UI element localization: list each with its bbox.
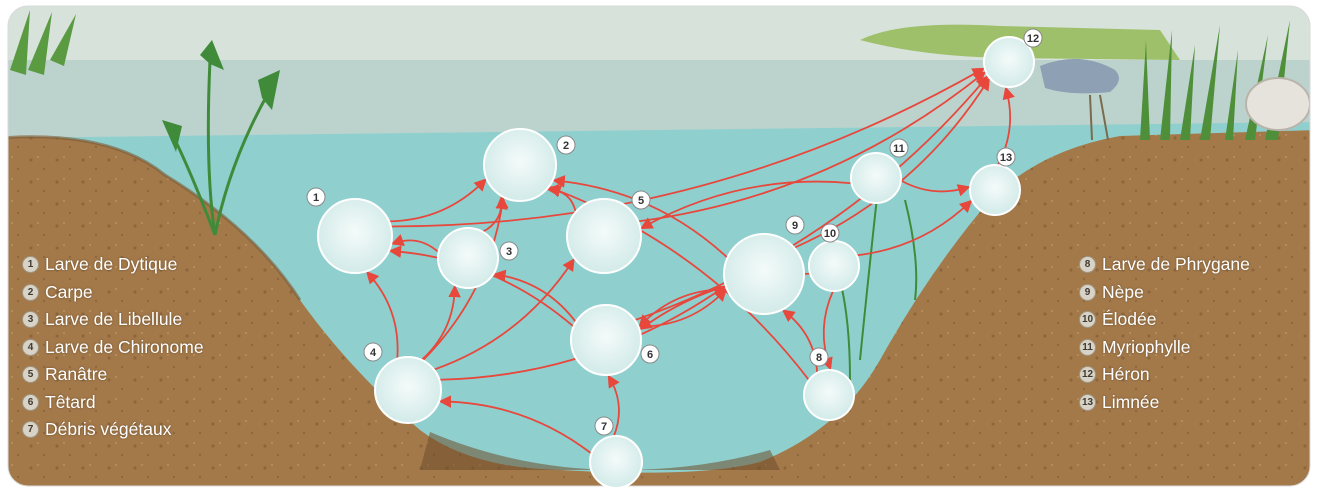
rock: [1246, 78, 1310, 130]
legend-item: 6 Têtard: [22, 389, 204, 417]
organism-node: [851, 153, 901, 203]
organism-node: [484, 129, 556, 201]
legend-label: Carpe: [45, 282, 93, 303]
legend-number: 13: [1079, 394, 1096, 411]
organism-node: [438, 228, 498, 288]
legend-label: Débris végétaux: [45, 419, 171, 440]
legend-item: 2 Carpe: [22, 279, 204, 307]
legend-item: 13 Limnée: [1079, 389, 1250, 417]
node-number: 4: [370, 347, 377, 359]
legend-number: 12: [1079, 366, 1096, 383]
legend-label: Limnée: [1102, 392, 1159, 413]
legend-number: 11: [1079, 339, 1096, 356]
node-number: 5: [638, 195, 644, 207]
organism-node: [590, 436, 642, 488]
node-number: 9: [792, 220, 798, 232]
legend-number: 9: [1079, 284, 1096, 301]
legend-number: 7: [22, 421, 39, 438]
node-number: 13: [1000, 152, 1012, 164]
legend-label: Larve de Libellule: [45, 309, 182, 330]
organism-node: [804, 370, 854, 420]
legend-number: 6: [22, 394, 39, 411]
legend-item: 8 Larve de Phrygane: [1079, 251, 1250, 279]
legend-item: 7 Débris végétaux: [22, 416, 204, 444]
legend-number: 10: [1079, 311, 1096, 328]
legend-label: Nèpe: [1102, 282, 1144, 303]
legend-label: Têtard: [45, 392, 96, 413]
legend-number: 1: [22, 256, 39, 273]
legend-number: 2: [22, 284, 39, 301]
legend-number: 5: [22, 366, 39, 383]
node-number: 3: [506, 246, 512, 258]
legend-item: 5 Ranâtre: [22, 361, 204, 389]
organism-node: [375, 357, 441, 423]
node-number: 8: [816, 352, 822, 364]
legend-item: 4 Larve de Chironome: [22, 334, 204, 362]
legend-number: 8: [1079, 256, 1096, 273]
node-number: 1: [313, 192, 319, 204]
node-number: 6: [647, 349, 653, 361]
organism-node: [724, 234, 804, 314]
legend-label: Ranâtre: [45, 364, 107, 385]
legend-label: Élodée: [1102, 309, 1157, 330]
organism-node: [571, 305, 641, 375]
legend-label: Larve de Chironome: [45, 337, 204, 358]
organism-node: [567, 199, 641, 273]
node-number: 10: [824, 228, 836, 240]
legend-item: 11 Myriophylle: [1079, 334, 1250, 362]
node-number: 7: [601, 421, 607, 433]
legend-right: 8 Larve de Phrygane 9 Nèpe 10 Élodée 11 Myri…: [1079, 251, 1250, 416]
legend-left: 1 Larve de Dytique 2 Carpe 3 Larve de Libel…: [22, 251, 204, 444]
legend-item: 9 Nèpe: [1079, 279, 1250, 307]
legend-item: 1 Larve de Dytique: [22, 251, 204, 279]
node-number: 12: [1027, 33, 1039, 45]
legend-item: 10 Élodée: [1079, 306, 1250, 334]
node-number: 11: [893, 143, 905, 155]
organism-node: [318, 199, 392, 273]
organism-node: [970, 165, 1020, 215]
legend-label: Myriophylle: [1102, 337, 1191, 358]
organism-node: [809, 241, 859, 291]
legend-number: 3: [22, 311, 39, 328]
legend-label: Larve de Dytique: [45, 254, 177, 275]
legend-item: 3 Larve de Libellule: [22, 306, 204, 334]
legend-label: Larve de Phrygane: [1102, 254, 1250, 275]
node-number: 2: [563, 140, 569, 152]
legend-number: 4: [22, 339, 39, 356]
legend-label: Héron: [1102, 364, 1150, 385]
legend-item: 12 Héron: [1079, 361, 1250, 389]
